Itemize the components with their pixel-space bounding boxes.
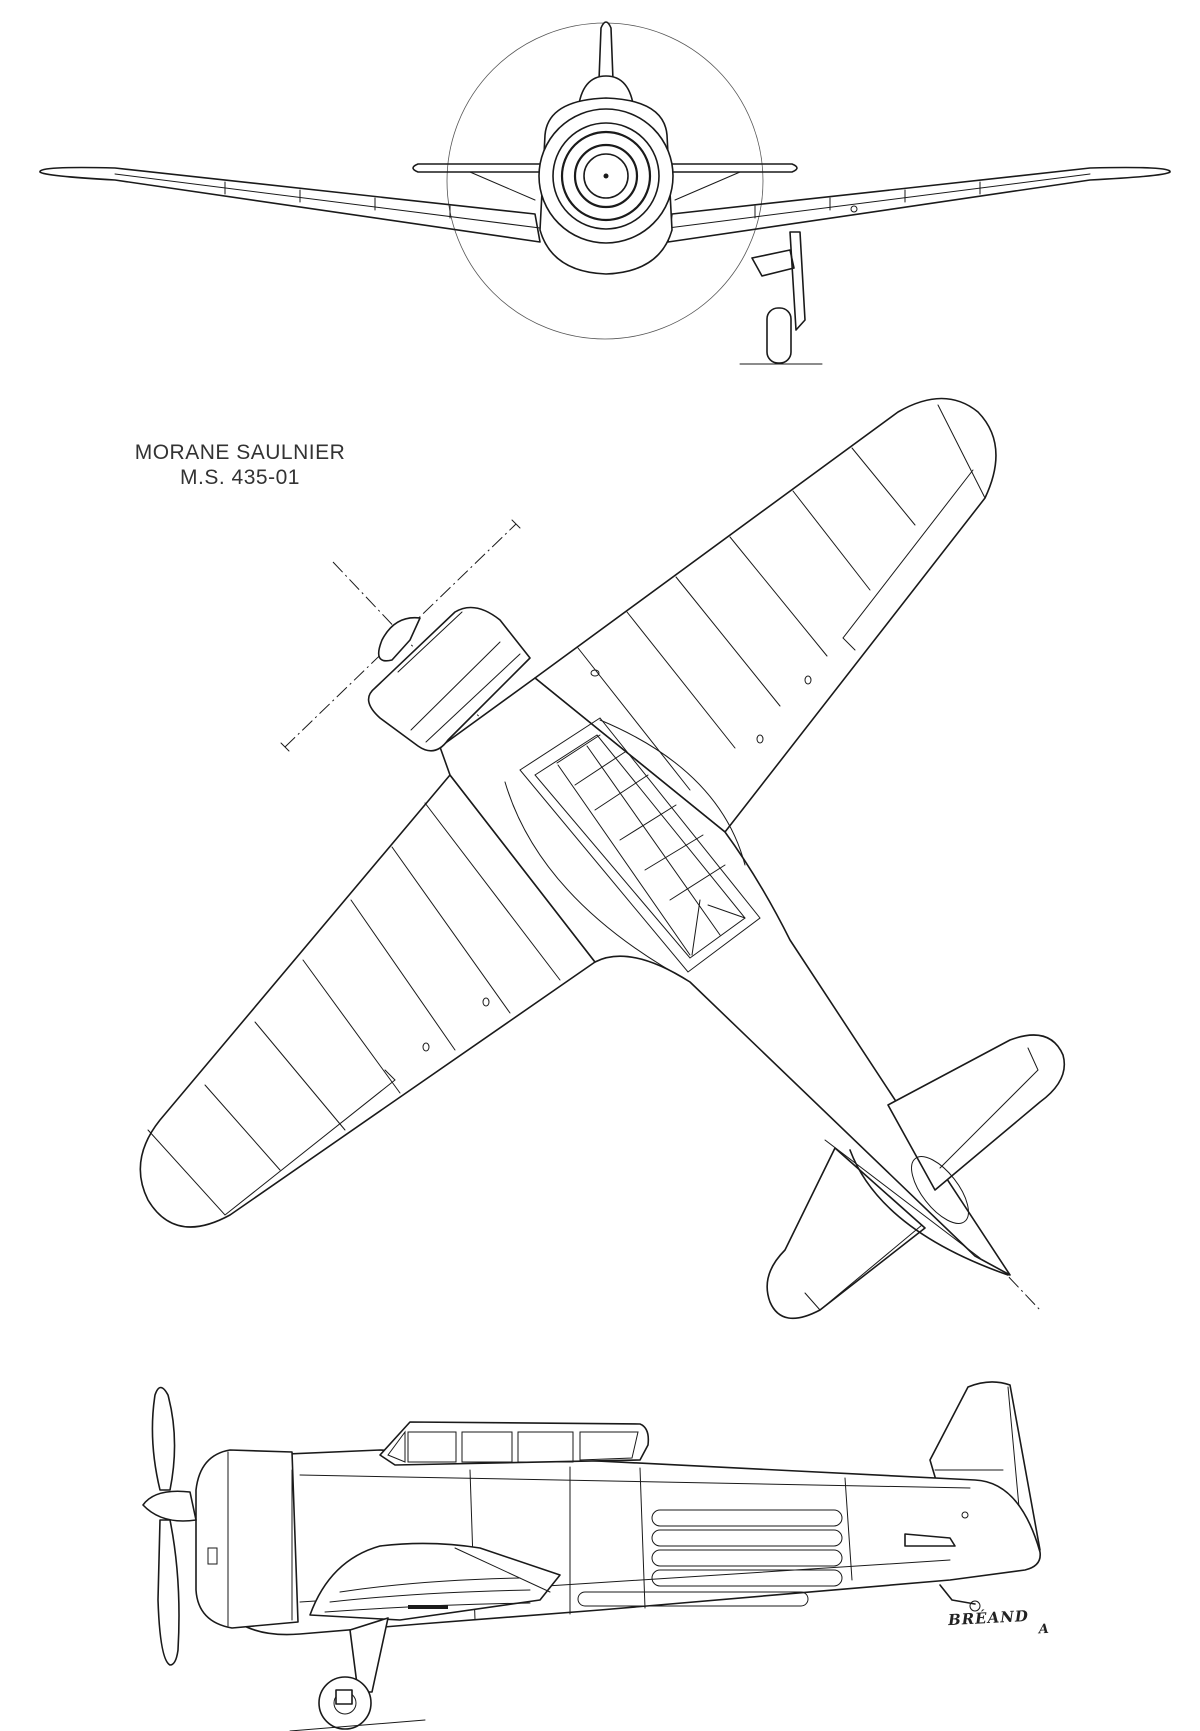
front-tailplane bbox=[412, 163, 798, 173]
front-right-wing bbox=[667, 166, 1171, 243]
right-wing-ribs bbox=[577, 404, 986, 791]
front-left-wing bbox=[39, 166, 541, 243]
side-propeller bbox=[142, 1386, 197, 1666]
aircraft-maker: MORANE SAULNIER bbox=[134, 441, 346, 464]
top-canopy bbox=[519, 717, 761, 973]
top-fuselage bbox=[439, 677, 1011, 1276]
top-right-wing bbox=[534, 397, 997, 833]
side-main-landing-gear bbox=[289, 1617, 426, 1731]
side-fuselage-stringers bbox=[577, 1509, 843, 1607]
left-wing-ribs bbox=[147, 802, 561, 1216]
front-fin bbox=[598, 21, 614, 81]
front-landing-gear bbox=[739, 231, 823, 365]
top-view bbox=[139, 397, 1065, 1320]
propeller-blade-line bbox=[284, 523, 517, 748]
top-left-tailplane bbox=[766, 1147, 926, 1320]
front-view bbox=[39, 21, 1171, 365]
top-spinner bbox=[377, 616, 421, 662]
side-view bbox=[142, 1381, 1042, 1731]
signature-initial: A bbox=[1038, 1621, 1051, 1638]
side-engine-cowling bbox=[195, 1449, 299, 1629]
drawing-title: MORANE SAULNIER M.S. 435-01 bbox=[110, 440, 370, 490]
side-canopy bbox=[379, 1421, 650, 1466]
side-tail-wheel bbox=[939, 1584, 981, 1612]
aircraft-designation: M.S. 435-01 bbox=[180, 466, 300, 489]
top-right-tailplane bbox=[887, 1034, 1065, 1191]
top-left-wing bbox=[139, 774, 596, 1228]
top-engine-cowling bbox=[367, 606, 531, 752]
